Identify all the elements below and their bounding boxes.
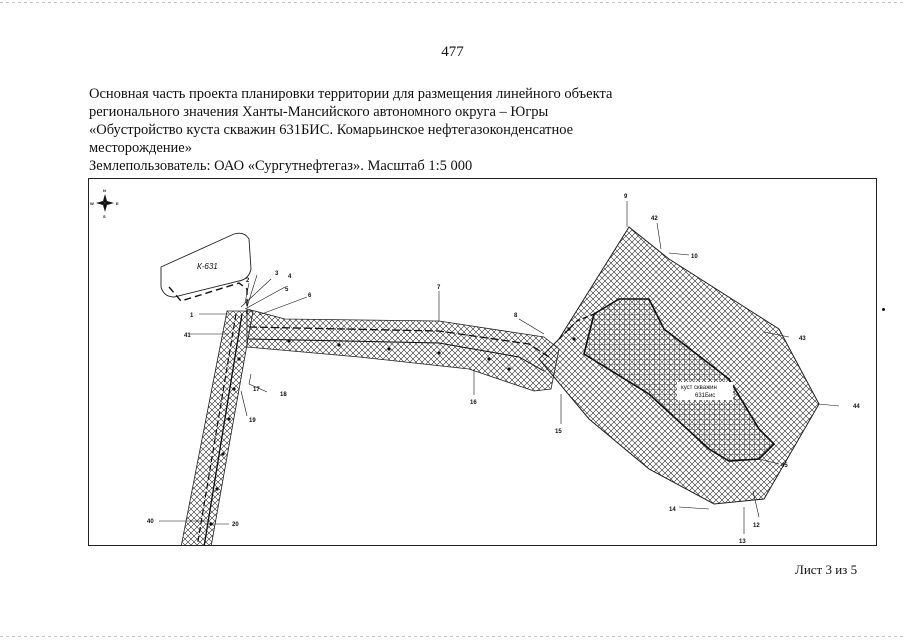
site-access-dashed	[168, 282, 248, 314]
point-label-1: 1	[190, 313, 194, 319]
scan-edge-bottom	[0, 636, 905, 637]
map-drawing: К-631 N S W E	[90, 188, 860, 545]
site-k631-outline	[160, 232, 252, 298]
leader-lines	[159, 201, 840, 534]
point-label-17: 17	[253, 387, 260, 393]
point-label-41: 41	[184, 333, 191, 339]
point-label-3: 3	[275, 271, 279, 277]
survey-markers	[209, 327, 576, 526]
road-edge-east	[248, 338, 545, 372]
heading-line-4: месторождение»	[89, 140, 192, 156]
road-corridor-east	[246, 308, 560, 392]
heading-line-1: Основная часть проекта планировки террит…	[89, 86, 613, 102]
point-label-18: 18	[280, 392, 287, 398]
point-label-4: 4	[288, 274, 292, 280]
sheet-label: Лист 3 из 5	[795, 562, 858, 577]
pad-inner-grid	[583, 298, 776, 462]
point-label-45: 45	[781, 463, 788, 469]
scan-speck	[882, 308, 885, 311]
road-corridor-south	[180, 310, 254, 545]
point-label-14: 14	[669, 507, 676, 513]
point-label-20: 20	[232, 522, 239, 528]
planning-map: К-631 N S W E	[88, 178, 877, 546]
point-label-8: 8	[514, 313, 518, 319]
road-centerline-south-dashed	[196, 313, 237, 545]
pad-label-bg	[677, 382, 733, 400]
compass-west: W	[90, 201, 94, 206]
document-heading: Основная часть проекта планировки террит…	[89, 85, 689, 175]
scan-edge-top	[0, 2, 905, 3]
point-label-12: 12	[753, 523, 760, 529]
pad-label-line-1: куст скважин	[681, 385, 717, 391]
point-label-13: 13	[739, 539, 746, 545]
point-label-10: 10	[691, 254, 698, 260]
road-centerline-east	[248, 326, 550, 358]
site-label: К-631	[197, 262, 218, 271]
point-label-19: 19	[249, 418, 256, 424]
point-label-7: 7	[437, 285, 441, 291]
compass-east: E	[116, 201, 119, 206]
heading-line-2: регионального значения Ханты-Мансийского…	[89, 104, 549, 120]
compass-south: S	[103, 214, 106, 219]
point-label-9: 9	[624, 194, 628, 200]
point-label-6: 6	[308, 293, 312, 299]
pad-label-line-2: 631Бис	[695, 393, 715, 399]
point-label-43: 43	[799, 336, 806, 342]
page-number: 477	[441, 44, 464, 60]
point-label-15: 15	[555, 429, 562, 435]
point-label-5: 5	[285, 287, 289, 293]
pad-boundary-dashed	[558, 313, 595, 340]
point-label-40: 40	[147, 519, 154, 525]
compass-rose-icon: N S W E	[90, 188, 119, 219]
heading-line-5: Землепользователь: ОАО «Сургутнефтегаз».…	[89, 158, 473, 174]
point-label-42: 42	[651, 216, 658, 222]
point-label-16: 16	[470, 400, 477, 406]
point-label-44: 44	[853, 404, 860, 410]
heading-line-3: «Обустройство куста скважин 631БИС. Кома…	[89, 122, 574, 138]
compass-north: N	[103, 188, 106, 193]
road-centerline-south	[203, 313, 243, 545]
point-label-2: 2	[246, 278, 250, 284]
